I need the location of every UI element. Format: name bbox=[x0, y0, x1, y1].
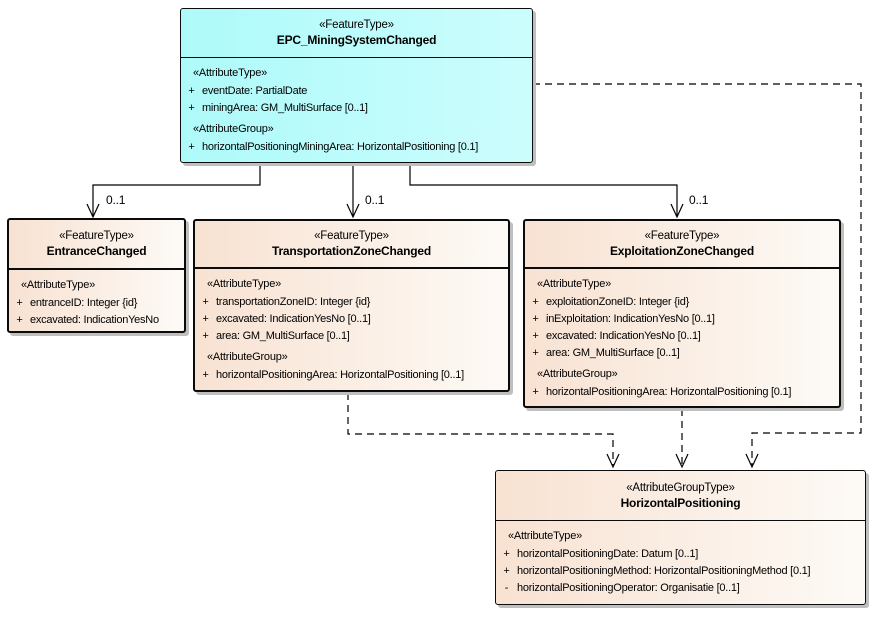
attribute-row: + exploitationZoneID: Integer {id} bbox=[525, 294, 839, 311]
multiplicity-label: 0..1 bbox=[365, 193, 385, 207]
attribute-row: + inExploitation: IndicationYesNo [0..1] bbox=[525, 311, 839, 328]
attribute-text: horizontalPositioningArea: HorizontalPos… bbox=[216, 369, 464, 381]
class-stereotype: «FeatureType» bbox=[314, 230, 389, 242]
visibility-marker: - bbox=[504, 582, 509, 594]
visibility-marker: + bbox=[16, 314, 23, 326]
class-attributes-compartment: «AttributeType» + horizontalPositioningDat… bbox=[496, 521, 865, 597]
class-header: «AttributeGroupType»HorizontalPositionin… bbox=[496, 471, 865, 521]
attribute-text: miningArea: GM_MultiSurface [0..1] bbox=[202, 102, 368, 114]
visibility-marker: + bbox=[16, 297, 23, 309]
visibility-marker: + bbox=[202, 369, 209, 381]
attribute-row: + horizontalPositioningDate: Datum [0..1] bbox=[496, 546, 865, 563]
visibility-marker: + bbox=[188, 102, 195, 114]
class-attributes-compartment: «AttributeType» + transportationZoneID: In… bbox=[195, 269, 508, 384]
multiplicity-label: 0..1 bbox=[106, 193, 126, 207]
attribute-row: + eventDate: PartialDate bbox=[181, 83, 532, 100]
visibility-marker: + bbox=[503, 565, 510, 577]
visibility-marker: + bbox=[532, 386, 539, 398]
attribute-row: + horizontalPositioningMiningArea: Horizo… bbox=[181, 139, 532, 156]
attribute-row: + horizontalPositioningMethod: Horizontal… bbox=[496, 563, 865, 580]
attribute-row: + entranceID: Integer {id} bbox=[9, 295, 184, 312]
class-name: EPC_MiningSystemChanged bbox=[276, 33, 437, 47]
attribute-row: + miningArea: GM_MultiSurface [0..1] bbox=[181, 100, 532, 117]
attribute-row: + excavated: IndicationYesNo bbox=[9, 312, 184, 329]
class-name: TransportationZoneChanged bbox=[271, 244, 431, 258]
visibility-marker: + bbox=[202, 296, 209, 308]
attribute-text: exploitationZoneID: Integer {id} bbox=[546, 296, 690, 308]
attribute-text: excavated: IndicationYesNo bbox=[30, 314, 159, 326]
class-exploitation[interactable]: «FeatureType» ExploitationZoneChanged «Att… bbox=[523, 219, 841, 408]
attribute-text: inExploitation: IndicationYesNo [0..1] bbox=[546, 313, 715, 325]
visibility-marker: + bbox=[532, 330, 539, 342]
class-stereotype: «FeatureType» bbox=[644, 230, 720, 242]
class-transportation[interactable]: «FeatureType» TransportationZoneChanged «A… bbox=[193, 219, 510, 392]
attribute-text: horizontalPositioningMiningArea: Horizon… bbox=[202, 141, 479, 153]
attribute-section-stereotype: «AttributeType» bbox=[508, 530, 583, 542]
attribute-text: eventDate: PartialDate bbox=[202, 85, 308, 97]
connector-epc-to-exploitation bbox=[409, 163, 684, 219]
class-attributes-compartment: «AttributeType» + entranceID: Integer {id}… bbox=[9, 270, 184, 329]
class-name: ExploitationZoneChanged bbox=[609, 244, 755, 258]
class-attributes-compartment: «AttributeType» + exploitationZoneID: Inte… bbox=[525, 269, 839, 401]
connector-epc-to-transportation bbox=[346, 163, 360, 219]
attribute-text: horizontalPositioningMethod: HorizontalP… bbox=[517, 565, 811, 577]
connector-epc-to-entrance bbox=[86, 163, 261, 219]
attribute-row: + horizontalPositioningArea: HorizontalPo… bbox=[195, 367, 508, 384]
attribute-section-stereotype: «AttributeGroup» bbox=[207, 351, 288, 363]
dependency-transportation-to-horizontalpositioning bbox=[347, 393, 620, 469]
class-header: «FeatureType» EPC_MiningSystemChanged bbox=[181, 9, 532, 58]
visibility-marker: + bbox=[532, 313, 539, 325]
visibility-marker: + bbox=[532, 347, 539, 359]
attribute-section-stereotype: «AttributeType» bbox=[193, 67, 268, 79]
attribute-row: -horizontalPositioningOperator: Organisa… bbox=[496, 580, 865, 597]
class-header: «FeatureType» EntranceChanged bbox=[9, 220, 184, 270]
attribute-text: area: GM_MultiSurface [0..1] bbox=[216, 330, 350, 342]
attribute-text: entranceID: Integer {id} bbox=[30, 297, 138, 309]
attribute-section-stereotype: «AttributeType» bbox=[207, 278, 282, 290]
class-header: «FeatureType» ExploitationZoneChanged bbox=[525, 221, 839, 269]
attribute-text: excavated: IndicationYesNo [0..1] bbox=[546, 330, 701, 342]
class-horizontal[interactable]: «AttributeGroupType»HorizontalPositionin… bbox=[495, 470, 866, 605]
attribute-text: horizontalPositioningOperator: Organisat… bbox=[517, 582, 740, 594]
attribute-text: horizontalPositioningArea: HorizontalPos… bbox=[546, 386, 792, 398]
visibility-marker: + bbox=[503, 548, 510, 560]
visibility-marker: + bbox=[532, 296, 539, 308]
class-stereotype: «AttributeGroupType» bbox=[626, 481, 735, 494]
attribute-text: transportationZoneID: Integer {id} bbox=[216, 296, 371, 308]
class-header: «FeatureType» TransportationZoneChanged bbox=[195, 221, 508, 269]
visibility-marker: + bbox=[202, 330, 209, 342]
visibility-marker: + bbox=[202, 313, 209, 325]
attribute-row: + area: GM_MultiSurface [0..1] bbox=[525, 345, 839, 362]
attribute-row: + area: GM_MultiSurface [0..1] bbox=[195, 328, 508, 345]
visibility-marker: + bbox=[188, 85, 195, 97]
dependency-epc-to-horizontalpositioning bbox=[533, 83, 862, 469]
attribute-row: + excavated: IndicationYesNo [0..1] bbox=[525, 328, 839, 345]
attribute-row: + excavated: IndicationYesNo [0..1] bbox=[195, 311, 508, 328]
class-stereotype: «FeatureType» bbox=[59, 230, 134, 242]
attribute-text: excavated: IndicationYesNo [0..1] bbox=[216, 313, 371, 325]
attribute-section-stereotype: «AttributeType» bbox=[21, 279, 96, 291]
class-entrance[interactable]: «FeatureType» EntranceChanged «AttributeTy… bbox=[7, 218, 186, 333]
class-attributes-compartment: «AttributeType» + eventDate: PartialDate + m… bbox=[181, 58, 532, 156]
attribute-row: + transportationZoneID: Integer {id} bbox=[195, 294, 508, 311]
class-name: HorizontalPositioning bbox=[620, 495, 741, 510]
class-name: EntranceChanged bbox=[46, 244, 147, 258]
dependency-exploitation-to-horizontalpositioning bbox=[675, 409, 689, 469]
multiplicity-label: 0..1 bbox=[689, 193, 709, 207]
class-stereotype: «FeatureType» bbox=[319, 19, 394, 31]
visibility-marker: + bbox=[188, 141, 195, 153]
attribute-section-stereotype: «AttributeType» bbox=[537, 278, 612, 290]
attribute-row: + horizontalPositioningArea: HorizontalPo… bbox=[525, 384, 839, 401]
attribute-section-stereotype: «AttributeGroup» bbox=[193, 123, 274, 135]
class-epc[interactable]: «FeatureType» EPC_MiningSystemChanged «Att… bbox=[180, 8, 533, 163]
attribute-text: horizontalPositioningDate: Datum [0..1] bbox=[517, 548, 699, 560]
attribute-section-stereotype: «AttributeGroup» bbox=[537, 368, 618, 380]
attribute-text: area: GM_MultiSurface [0..1] bbox=[546, 347, 680, 359]
